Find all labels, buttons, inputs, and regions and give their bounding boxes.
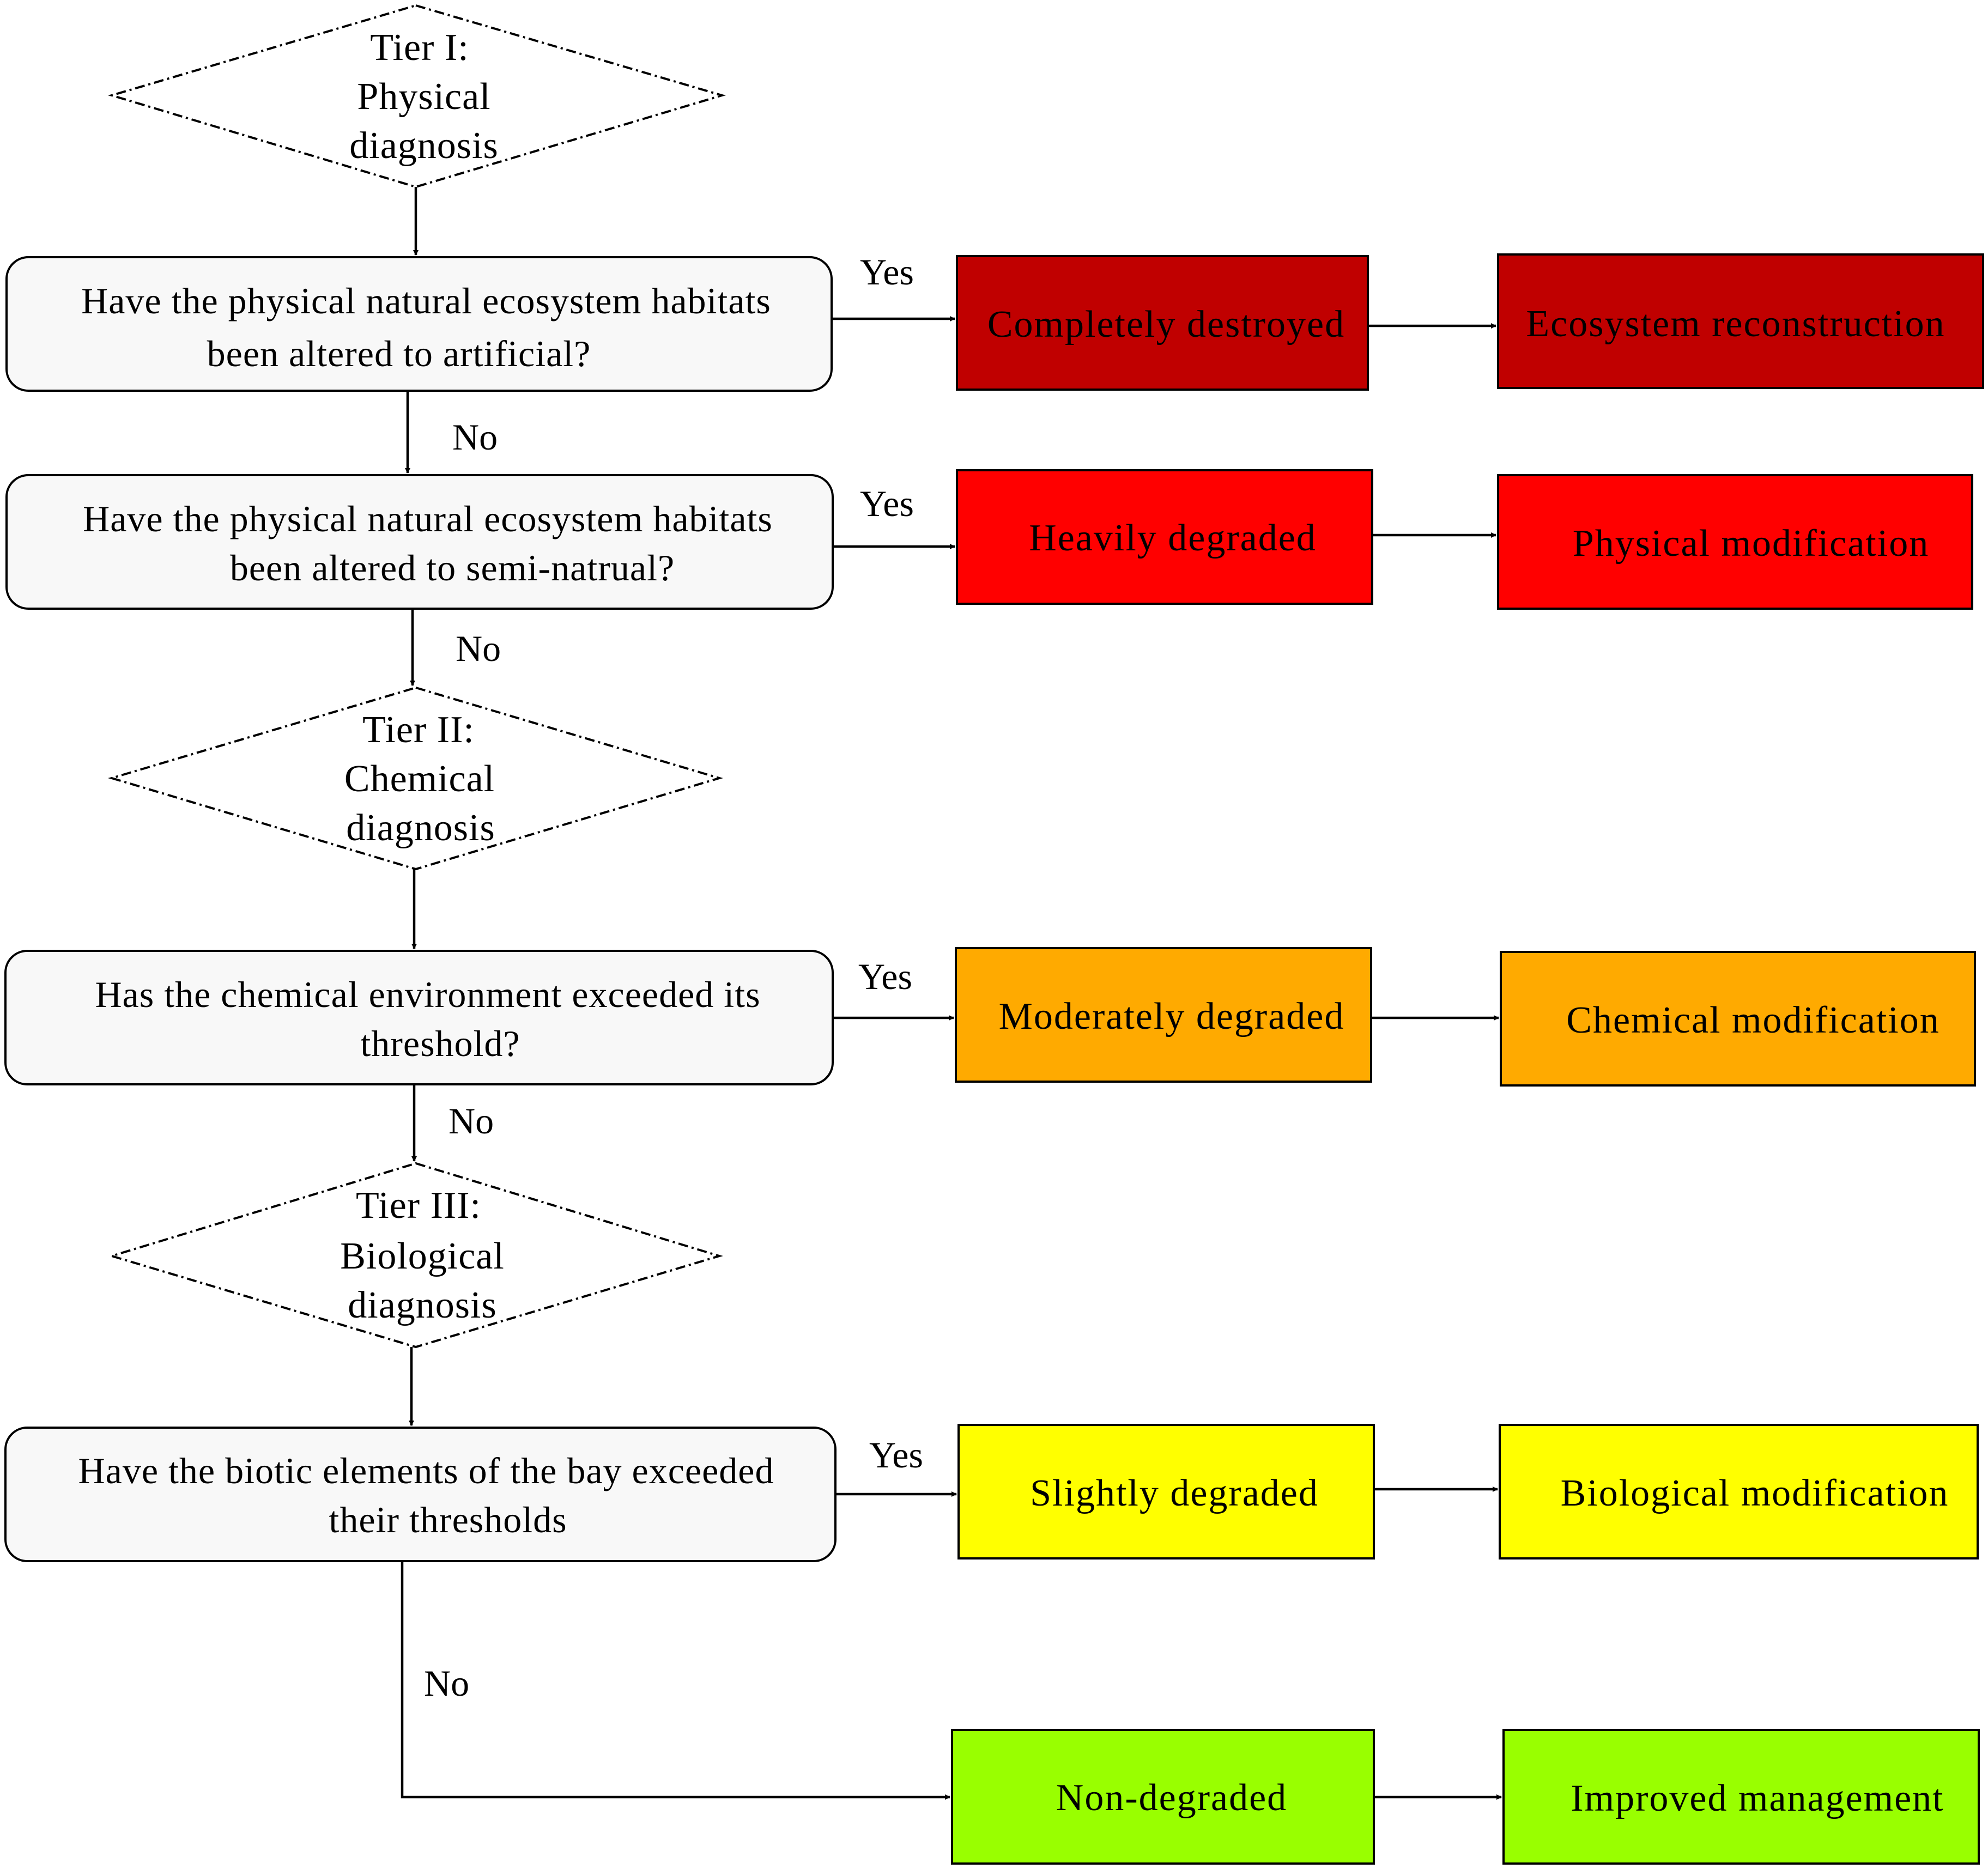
question-2-box: Have the physical natural ecosystem habi… (5, 474, 834, 610)
status-box-1 (956, 255, 1369, 391)
question-1-box: Have the physical natural ecosystem habi… (5, 256, 833, 392)
status-non-degraded: Non-degraded (951, 1729, 1375, 1865)
yes-connectors (832, 316, 957, 1497)
question-3-box: Has the chemical environment exceeded it… (4, 950, 834, 1085)
status-label-2: Heavily degraded (1029, 517, 1317, 559)
action-box-5 (1502, 1729, 1980, 1865)
question-4-box: Have the biotic elements of the bay exce… (4, 1427, 837, 1562)
yes-label-3: Yes (858, 956, 912, 997)
status-label-3: Moderately degraded (999, 996, 1345, 1037)
yes-label-4: Yes (869, 1434, 923, 1476)
tier-3-type: Biological (340, 1235, 505, 1277)
status-label-4: Slightly degraded (1030, 1472, 1319, 1514)
question-4-line-2: their thresholds (329, 1499, 567, 1540)
question-1-line-2: been altered to artificial? (207, 333, 591, 374)
yes-label-1: Yes (860, 251, 914, 293)
tier-2-type: Chemical (344, 758, 495, 800)
action-label-2: Physical modification (1573, 523, 1929, 565)
question-4-line-1: Have the biotic elements of the bay exce… (78, 1450, 774, 1491)
action-box-1 (1497, 253, 1984, 389)
question-2-line-1: Have the physical natural ecosystem habi… (83, 498, 773, 539)
status-slightly-degraded: Slightly degraded (957, 1424, 1375, 1559)
no-label-1: No (452, 416, 498, 458)
yes-label-2: Yes (860, 483, 914, 524)
arrow-q4-to-non-degraded (401, 1561, 950, 1800)
tier-3-label: diagnosis (348, 1284, 496, 1326)
tier-1-label: diagnosis (349, 125, 498, 167)
question-3-line-2: threshold? (360, 1023, 520, 1064)
no-label-4: No (424, 1662, 469, 1704)
tier-3-diamond: Tier III: Biological diagnosis (108, 1162, 723, 1349)
action-box-4 (1499, 1424, 1979, 1559)
status-heavily-degraded: Heavily degraded (956, 469, 1373, 605)
tier-3-title: Tier III: (356, 1185, 481, 1227)
action-connectors (1368, 323, 1502, 1800)
action-box-3 (1500, 951, 1976, 1087)
status-moderately-degraded: Moderately degraded (955, 947, 1372, 1083)
no-label-3: No (448, 1100, 494, 1142)
status-label-1: Completely destroyed (987, 304, 1345, 345)
status-box-4 (957, 1424, 1375, 1559)
action-label-4: Biological modification (1561, 1472, 1949, 1514)
tier-2-title: Tier II: (362, 709, 475, 751)
status-box-5 (951, 1729, 1375, 1865)
action-label-3: Chemical modification (1566, 999, 1939, 1041)
vertical-connectors (401, 187, 950, 1800)
no-label-2: No (456, 628, 501, 669)
status-box-3 (955, 947, 1372, 1083)
action-label-5: Improved management (1571, 1777, 1944, 1819)
status-completely-destroyed: Completely destroyed (956, 255, 1369, 391)
action-box-2 (1497, 474, 1973, 610)
tier-2-diamond: Tier II: Chemical diagnosis (108, 686, 723, 871)
status-box-2 (956, 469, 1373, 605)
action-biological-modification: Biological modification (1499, 1424, 1979, 1559)
tier-1-diamond: Tier I: Physical diagnosis (108, 4, 726, 189)
tier-2-label: diagnosis (346, 807, 495, 849)
action-label-1: Ecosystem reconstruction (1526, 303, 1945, 345)
question-2-line-2: been altered to semi-natrual? (230, 547, 675, 588)
action-ecosystem-reconstruction: Ecosystem reconstruction (1497, 253, 1984, 389)
question-3-line-1: Has the chemical environment exceeded it… (95, 974, 760, 1015)
action-physical-modification: Physical modification (1497, 474, 1973, 610)
question-1-line-1: Have the physical natural ecosystem habi… (81, 280, 771, 321)
tier-1-type: Physical (357, 76, 490, 118)
action-chemical-modification: Chemical modification (1500, 951, 1976, 1087)
action-improved-management: Improved management (1502, 1729, 1980, 1865)
status-label-5: Non-degraded (1056, 1777, 1287, 1819)
tier-1-title: Tier I: (370, 27, 469, 69)
